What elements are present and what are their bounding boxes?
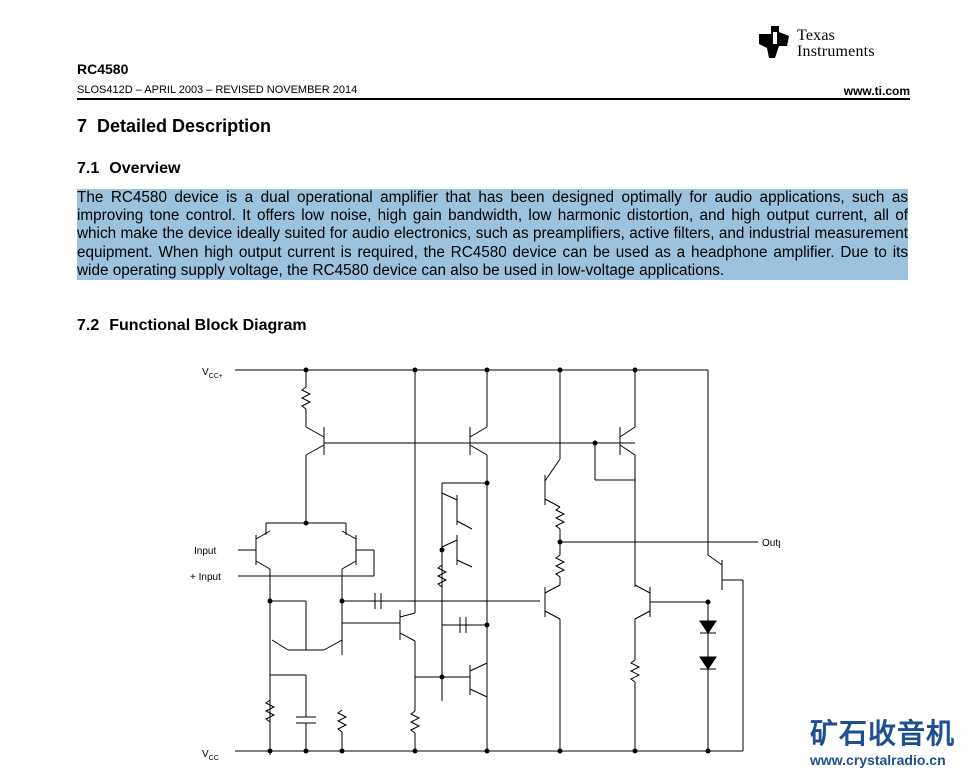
overview-number: 7.1 (77, 160, 100, 177)
overview-heading: 7.1 Overview (77, 160, 180, 178)
resistor (409, 710, 421, 734)
transistor (456, 559, 473, 568)
vcc-plus-label: VCC+ (202, 367, 223, 380)
transistor (271, 639, 289, 651)
transistor (469, 662, 488, 672)
transistor-emitter (305, 426, 325, 438)
output-label: Output (762, 538, 780, 549)
transistor (469, 688, 488, 698)
section-heading: 7 Detailed Description (77, 116, 271, 137)
transistor (469, 444, 488, 456)
transistor-collector (305, 444, 325, 456)
ti-logo: Texas Instruments (757, 20, 917, 64)
ti-logo-icon (759, 26, 789, 58)
resistor (629, 659, 641, 683)
transistor (399, 632, 416, 642)
overview-title: Overview (109, 160, 181, 177)
watermark-chinese: 矿石收音机 (810, 717, 956, 750)
transistor (544, 458, 561, 482)
watermark-url: www.crystalradio.cn (810, 752, 946, 768)
header-rule (77, 98, 910, 100)
section-title: Detailed Description (97, 116, 272, 136)
input-plus-label: + Input (190, 572, 221, 583)
transistor (341, 530, 357, 540)
resistor (554, 554, 566, 578)
resistor (554, 506, 566, 530)
overview-paragraph: The RC4580 device is a dual operational … (77, 189, 908, 281)
block-diagram-title: Functional Block Diagram (109, 317, 307, 334)
resistor (264, 699, 276, 723)
doc-id: SLOS412D – APRIL 2003 – REVISED NOVEMBER… (77, 84, 358, 96)
transistor (323, 639, 343, 651)
transistor (341, 560, 357, 570)
junction-dots (267, 367, 711, 754)
transistor (619, 426, 636, 438)
brand-name: Texas Instruments (797, 28, 875, 60)
transistor (469, 426, 488, 438)
transistor (544, 584, 561, 594)
transistor (441, 492, 458, 501)
transistor (544, 610, 561, 620)
resistor (300, 386, 312, 410)
brand-line-1: Texas (797, 27, 836, 44)
transistor (544, 498, 561, 508)
transistor (456, 520, 473, 530)
vcc-minus-label: VCC (202, 749, 219, 762)
section-number: 7 (77, 116, 88, 136)
transistor (399, 612, 416, 618)
watermark: 矿石收音机 www.crystalradio.cn (810, 712, 975, 768)
block-diagram-number: 7.2 (77, 317, 100, 334)
brand-line-2: Instruments (797, 43, 875, 60)
website-link[interactable]: www.ti.com (843, 84, 910, 98)
transistor (255, 530, 271, 540)
transistor (634, 610, 651, 620)
functional-block-diagram: VCC+ Input + Input Output VCC (190, 367, 780, 762)
transistor (255, 560, 271, 570)
resistor (336, 709, 348, 733)
diode (699, 656, 717, 670)
diode (699, 620, 717, 634)
input-minus-label: Input (194, 546, 216, 557)
part-number: RC4580 (77, 61, 129, 77)
block-diagram-heading: 7.2 Functional Block Diagram (77, 317, 307, 335)
transistor (634, 584, 651, 594)
transistor (441, 539, 458, 548)
transistor (619, 444, 636, 456)
transistor (707, 554, 723, 566)
resistor (436, 564, 448, 588)
